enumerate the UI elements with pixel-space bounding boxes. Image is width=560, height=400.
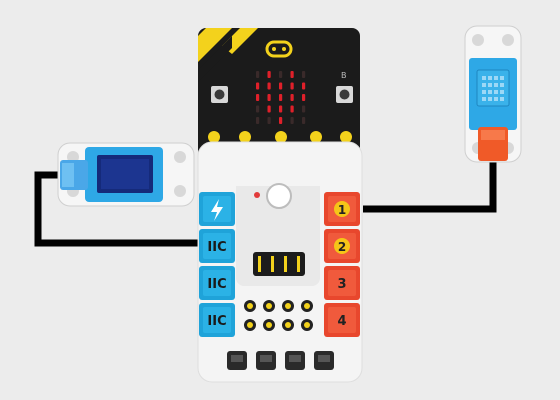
led-1-4 — [302, 82, 306, 90]
dht-sensor — [476, 69, 510, 107]
port-1: 1 — [324, 192, 360, 226]
led-4-3 — [290, 117, 294, 124]
led-3-4 — [302, 105, 306, 113]
led-1-2 — [279, 82, 283, 90]
microbit-logo — [265, 40, 293, 58]
pin-header — [253, 252, 305, 276]
left-ports: IIC IIC IIC — [199, 192, 235, 337]
port-4: 4 — [324, 303, 360, 337]
led-3-2 — [279, 105, 283, 113]
port-power — [199, 192, 235, 226]
port-iic-1: IIC — [199, 229, 235, 263]
port-iic-3-label: IIC — [207, 314, 226, 329]
right-ports: 1 2 3 4 — [324, 192, 360, 337]
bottom-connectors — [227, 351, 334, 370]
edge-connector — [208, 131, 352, 143]
led-2-0 — [256, 94, 260, 101]
wires — [34, 158, 497, 247]
led-3-3 — [290, 105, 294, 113]
expansion-board: IIC IIC IIC 1 — [197, 141, 363, 383]
led-4-4 — [302, 117, 306, 124]
button-b[interactable] — [336, 86, 353, 103]
oled-module — [57, 142, 195, 207]
port-iic-2: IIC — [199, 266, 235, 300]
port-3-label: 3 — [337, 277, 346, 292]
led-4-2 — [279, 117, 283, 124]
port-4-label: 4 — [337, 314, 346, 329]
port-iic-2-label: IIC — [207, 277, 226, 292]
port-3: 3 — [324, 266, 360, 300]
led-0-0 — [256, 71, 260, 78]
microbit-board: B — [198, 28, 360, 158]
led-0-3 — [290, 71, 294, 78]
button-b-marker: B — [341, 71, 347, 80]
led-0-1 — [267, 71, 271, 78]
led-3-0 — [256, 105, 260, 113]
power-indicator — [254, 192, 260, 198]
led-2-3 — [290, 94, 294, 101]
port-1-label: 1 — [338, 203, 346, 217]
led-1-0 — [256, 82, 260, 90]
led-3-1 — [267, 105, 271, 113]
led-4-1 — [267, 117, 271, 124]
button-a[interactable] — [211, 86, 228, 103]
led-1-3 — [290, 82, 294, 90]
led-1-1 — [267, 82, 271, 90]
lightning-icon — [211, 199, 223, 221]
port-iic-1-label: IIC — [207, 240, 226, 255]
sensor-to-port1-wire — [363, 158, 497, 213]
port-2-label: 2 — [338, 240, 346, 254]
reset-button[interactable] — [266, 183, 292, 209]
led-4-0 — [256, 117, 260, 124]
led-2-1 — [267, 94, 271, 101]
led-2-4 — [302, 94, 306, 101]
port-iic-3: IIC — [199, 303, 235, 337]
led-0-2 — [279, 71, 283, 78]
oled-to-iic-wire — [34, 171, 199, 247]
sensor-module — [464, 25, 522, 163]
led-0-4 — [302, 71, 306, 78]
led-2-2 — [279, 94, 283, 101]
led-matrix — [256, 71, 306, 124]
port-2: 2 — [324, 229, 360, 263]
motor-terminals — [244, 300, 313, 331]
